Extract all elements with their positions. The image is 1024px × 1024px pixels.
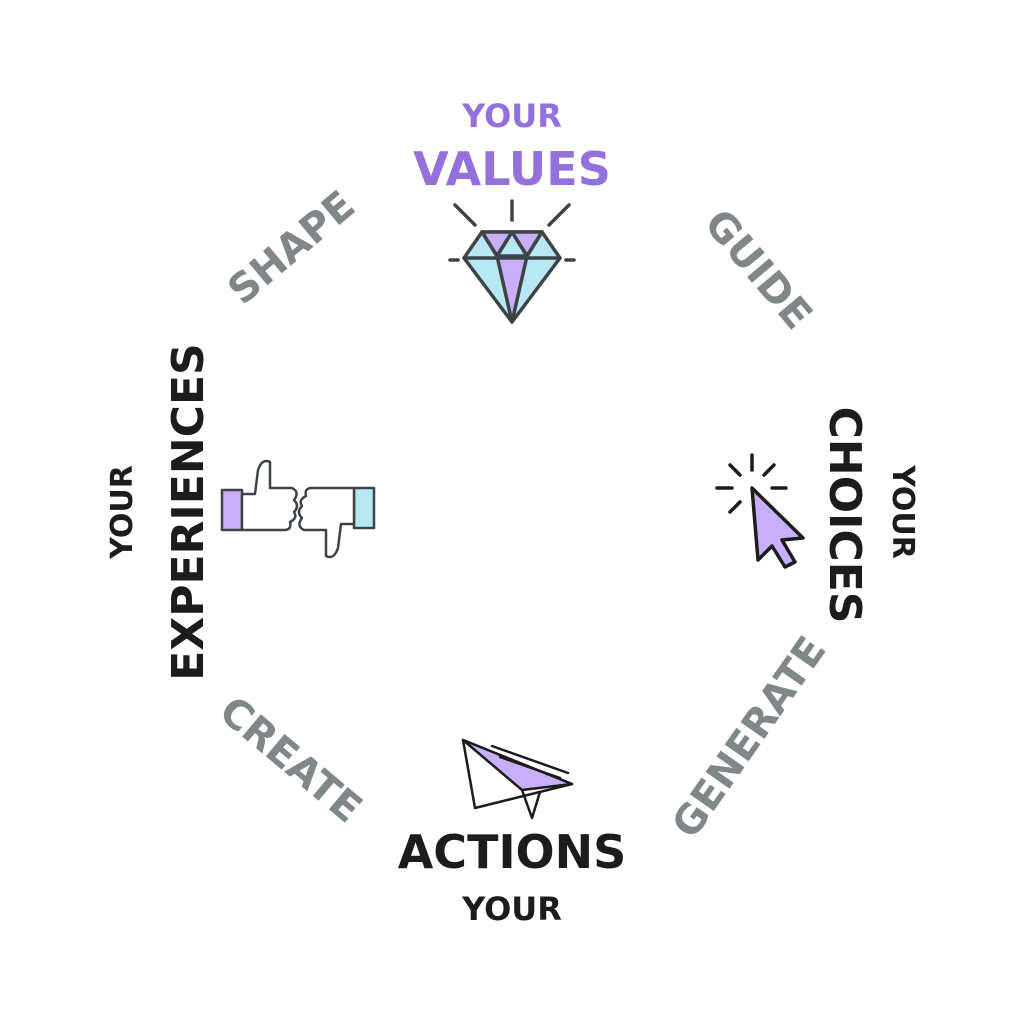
actions-prefix: YOUR (461, 890, 562, 928)
link-create: CREATE (210, 688, 370, 832)
actions-label: ACTIONS (398, 825, 627, 879)
experiences-label: EXPERIENCES (163, 343, 214, 680)
choices-label: CHOICES (819, 407, 870, 624)
experiences-prefix: YOUR (105, 465, 140, 560)
link-shape: SHAPE (219, 182, 363, 314)
values-prefix: YOUR (461, 97, 562, 135)
link-guide: GUIDE (695, 201, 821, 338)
thumbs-up-down-icon (220, 459, 376, 559)
values-label: VALUES (413, 142, 611, 196)
diamond-icon (448, 199, 576, 324)
paper-plane-icon (461, 738, 574, 820)
cursor-click-icon (715, 453, 805, 569)
link-generate: GENERATE (663, 628, 835, 846)
choices-prefix: YOUR (885, 464, 920, 559)
